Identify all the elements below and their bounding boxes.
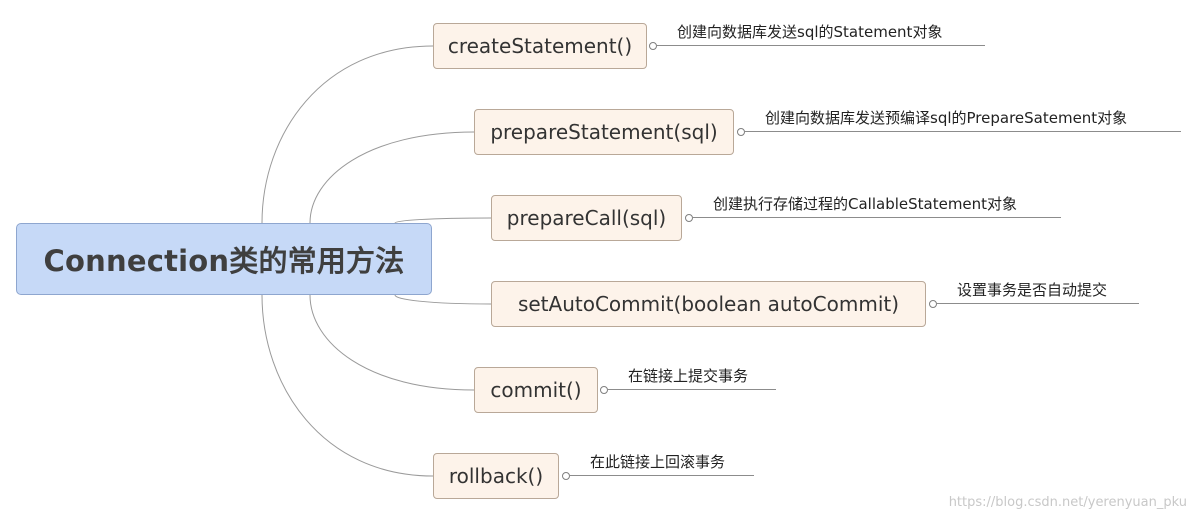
branch-connector	[394, 294, 492, 305]
collapse-knob-icon[interactable]	[600, 386, 608, 394]
collapse-knob-icon[interactable]	[929, 300, 937, 308]
description-underline	[657, 45, 985, 46]
watermark-url: https://blog.csdn.net/yerenyuan_pku	[948, 495, 1187, 510]
description-underline	[570, 475, 754, 476]
collapse-knob-icon[interactable]	[649, 42, 657, 50]
branch-connector	[309, 131, 475, 224]
description-underline	[745, 131, 1181, 132]
method-node-createstatement[interactable]: createStatement()	[433, 23, 647, 69]
collapse-knob-icon[interactable]	[685, 214, 693, 222]
branch-connector	[261, 294, 434, 477]
root-topic[interactable]: Connection类的常用方法	[16, 223, 432, 295]
description-preparestatement: 创建向数据库发送预编译sql的PrepareSatement对象	[765, 109, 1128, 127]
description-commit: 在链接上提交事务	[628, 367, 749, 385]
method-node-commit[interactable]: commit()	[474, 367, 598, 413]
method-node-preparestatement[interactable]: prepareStatement(sql)	[474, 109, 734, 155]
method-node-rollback[interactable]: rollback()	[433, 453, 559, 499]
method-node-setautocommit[interactable]: setAutoCommit(boolean autoCommit)	[491, 281, 926, 327]
branch-connector	[261, 45, 434, 224]
method-node-preparecall[interactable]: prepareCall(sql)	[491, 195, 682, 241]
description-rollback: 在此链接上回滚事务	[590, 453, 726, 471]
collapse-knob-icon[interactable]	[737, 128, 745, 136]
branch-connector	[309, 294, 475, 391]
branch-connector	[394, 217, 492, 224]
description-underline	[937, 303, 1139, 304]
description-setautocommit: 设置事务是否自动提交	[957, 281, 1108, 299]
description-underline	[693, 217, 1061, 218]
description-underline	[608, 389, 776, 390]
description-createstatement: 创建向数据库发送sql的Statement对象	[677, 23, 943, 41]
description-preparecall: 创建执行存储过程的CallableStatement对象	[713, 195, 1018, 213]
collapse-knob-icon[interactable]	[562, 472, 570, 480]
